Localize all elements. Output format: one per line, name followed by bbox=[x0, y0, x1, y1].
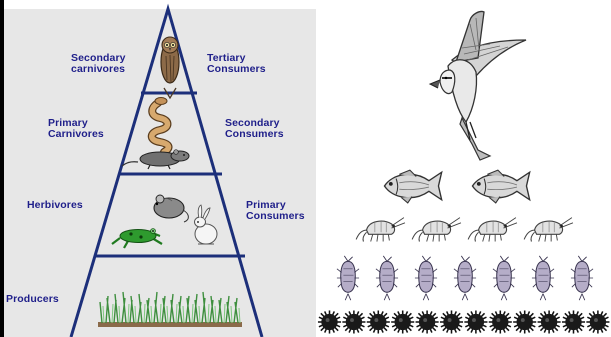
phytoplankton-icon bbox=[562, 310, 585, 333]
shrimp-row bbox=[356, 218, 573, 242]
zooplankton-icon bbox=[532, 256, 554, 300]
zooplankton-icon bbox=[571, 256, 593, 300]
zooplankton-row bbox=[337, 256, 593, 300]
shrimp-icon bbox=[524, 218, 573, 242]
zooplankton-icon bbox=[337, 256, 359, 300]
phytoplankton-row bbox=[318, 310, 609, 333]
fish-icon bbox=[472, 170, 529, 203]
osprey-icon bbox=[430, 11, 526, 160]
phytoplankton-icon bbox=[318, 310, 341, 333]
phytoplankton-icon bbox=[367, 310, 390, 333]
shrimp-icon bbox=[468, 218, 517, 242]
label-producers: Producers bbox=[6, 294, 59, 305]
phytoplankton-icon bbox=[513, 310, 536, 333]
phytoplankton-icon bbox=[440, 310, 463, 333]
label-tertiary-consumers: Tertiary Consumers bbox=[207, 53, 266, 75]
label-primary-carnivores: Primary Carnivores bbox=[48, 118, 104, 140]
phytoplankton-icon bbox=[391, 310, 414, 333]
phytoplankton-icon bbox=[464, 310, 487, 333]
phytoplankton-icon bbox=[538, 310, 561, 333]
phytoplankton-icon bbox=[416, 310, 439, 333]
fish-icon bbox=[384, 170, 441, 203]
fish-row bbox=[384, 170, 529, 203]
zooplankton-icon bbox=[454, 256, 476, 300]
zooplankton-icon bbox=[493, 256, 515, 300]
zooplankton-icon bbox=[415, 256, 437, 300]
label-secondary-consumers: Secondary Consumers bbox=[225, 118, 284, 140]
label-primary-consumers: Primary Consumers bbox=[246, 200, 305, 222]
zooplankton-icon bbox=[376, 256, 398, 300]
panel-left-border bbox=[0, 0, 4, 337]
shrimp-icon bbox=[412, 218, 461, 242]
shrimp-icon bbox=[356, 218, 405, 242]
phytoplankton-icon bbox=[586, 310, 609, 333]
phytoplankton-icon bbox=[489, 310, 512, 333]
label-secondary-carnivores: Secondary carnivores bbox=[71, 53, 126, 75]
label-herbivores: Herbivores bbox=[27, 200, 83, 211]
phytoplankton-icon bbox=[342, 310, 365, 333]
